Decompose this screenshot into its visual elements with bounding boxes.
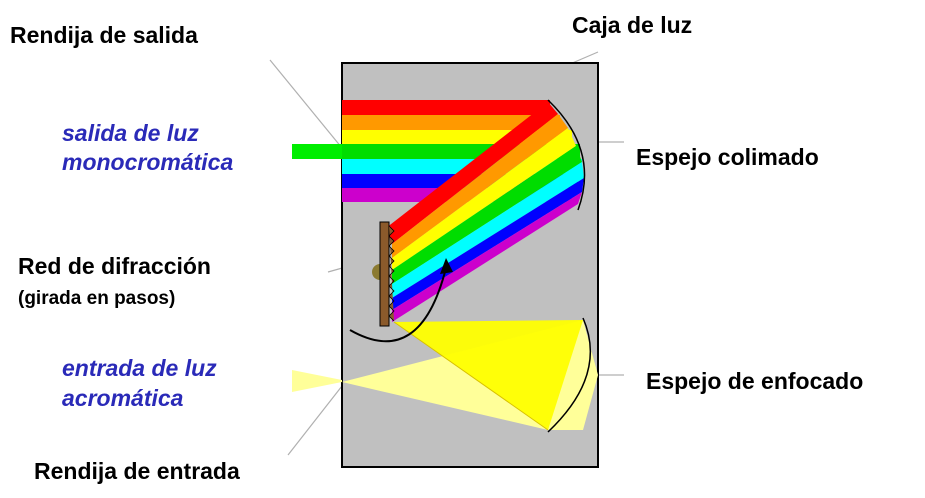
achromatic-input-label-line2: acromática [62,385,184,411]
mono-output-label-line1: salida de luz [62,120,199,146]
collimating-mirror-label: Espejo colimado [636,144,819,170]
monochromatic-output-beam [292,144,342,159]
achromatic-input-label-line1: entrada de luz [62,355,217,381]
diffraction-grating [372,221,395,327]
grating-label-line2: (girada en pasos) [18,288,176,309]
entrance-slit-leader [287,385,343,456]
light-box-label: Caja de luz [572,12,693,38]
focusing-mirror [547,317,591,433]
mono-output-label-line2: monocromática [62,149,234,175]
entrance-slit-label: Rendija de entrada [34,458,240,484]
focusing-mirror-label: Espejo de enfocado [646,368,864,394]
rotation-arrow-icon [349,258,453,343]
input-beam [292,370,342,392]
exit-slit-label: Rendija de salida [10,22,198,48]
focused-beam [394,320,583,430]
exit-slit-leader [269,59,343,149]
collimating-mirror [547,99,586,211]
grating-label-line1: Red de difracción [18,253,211,279]
